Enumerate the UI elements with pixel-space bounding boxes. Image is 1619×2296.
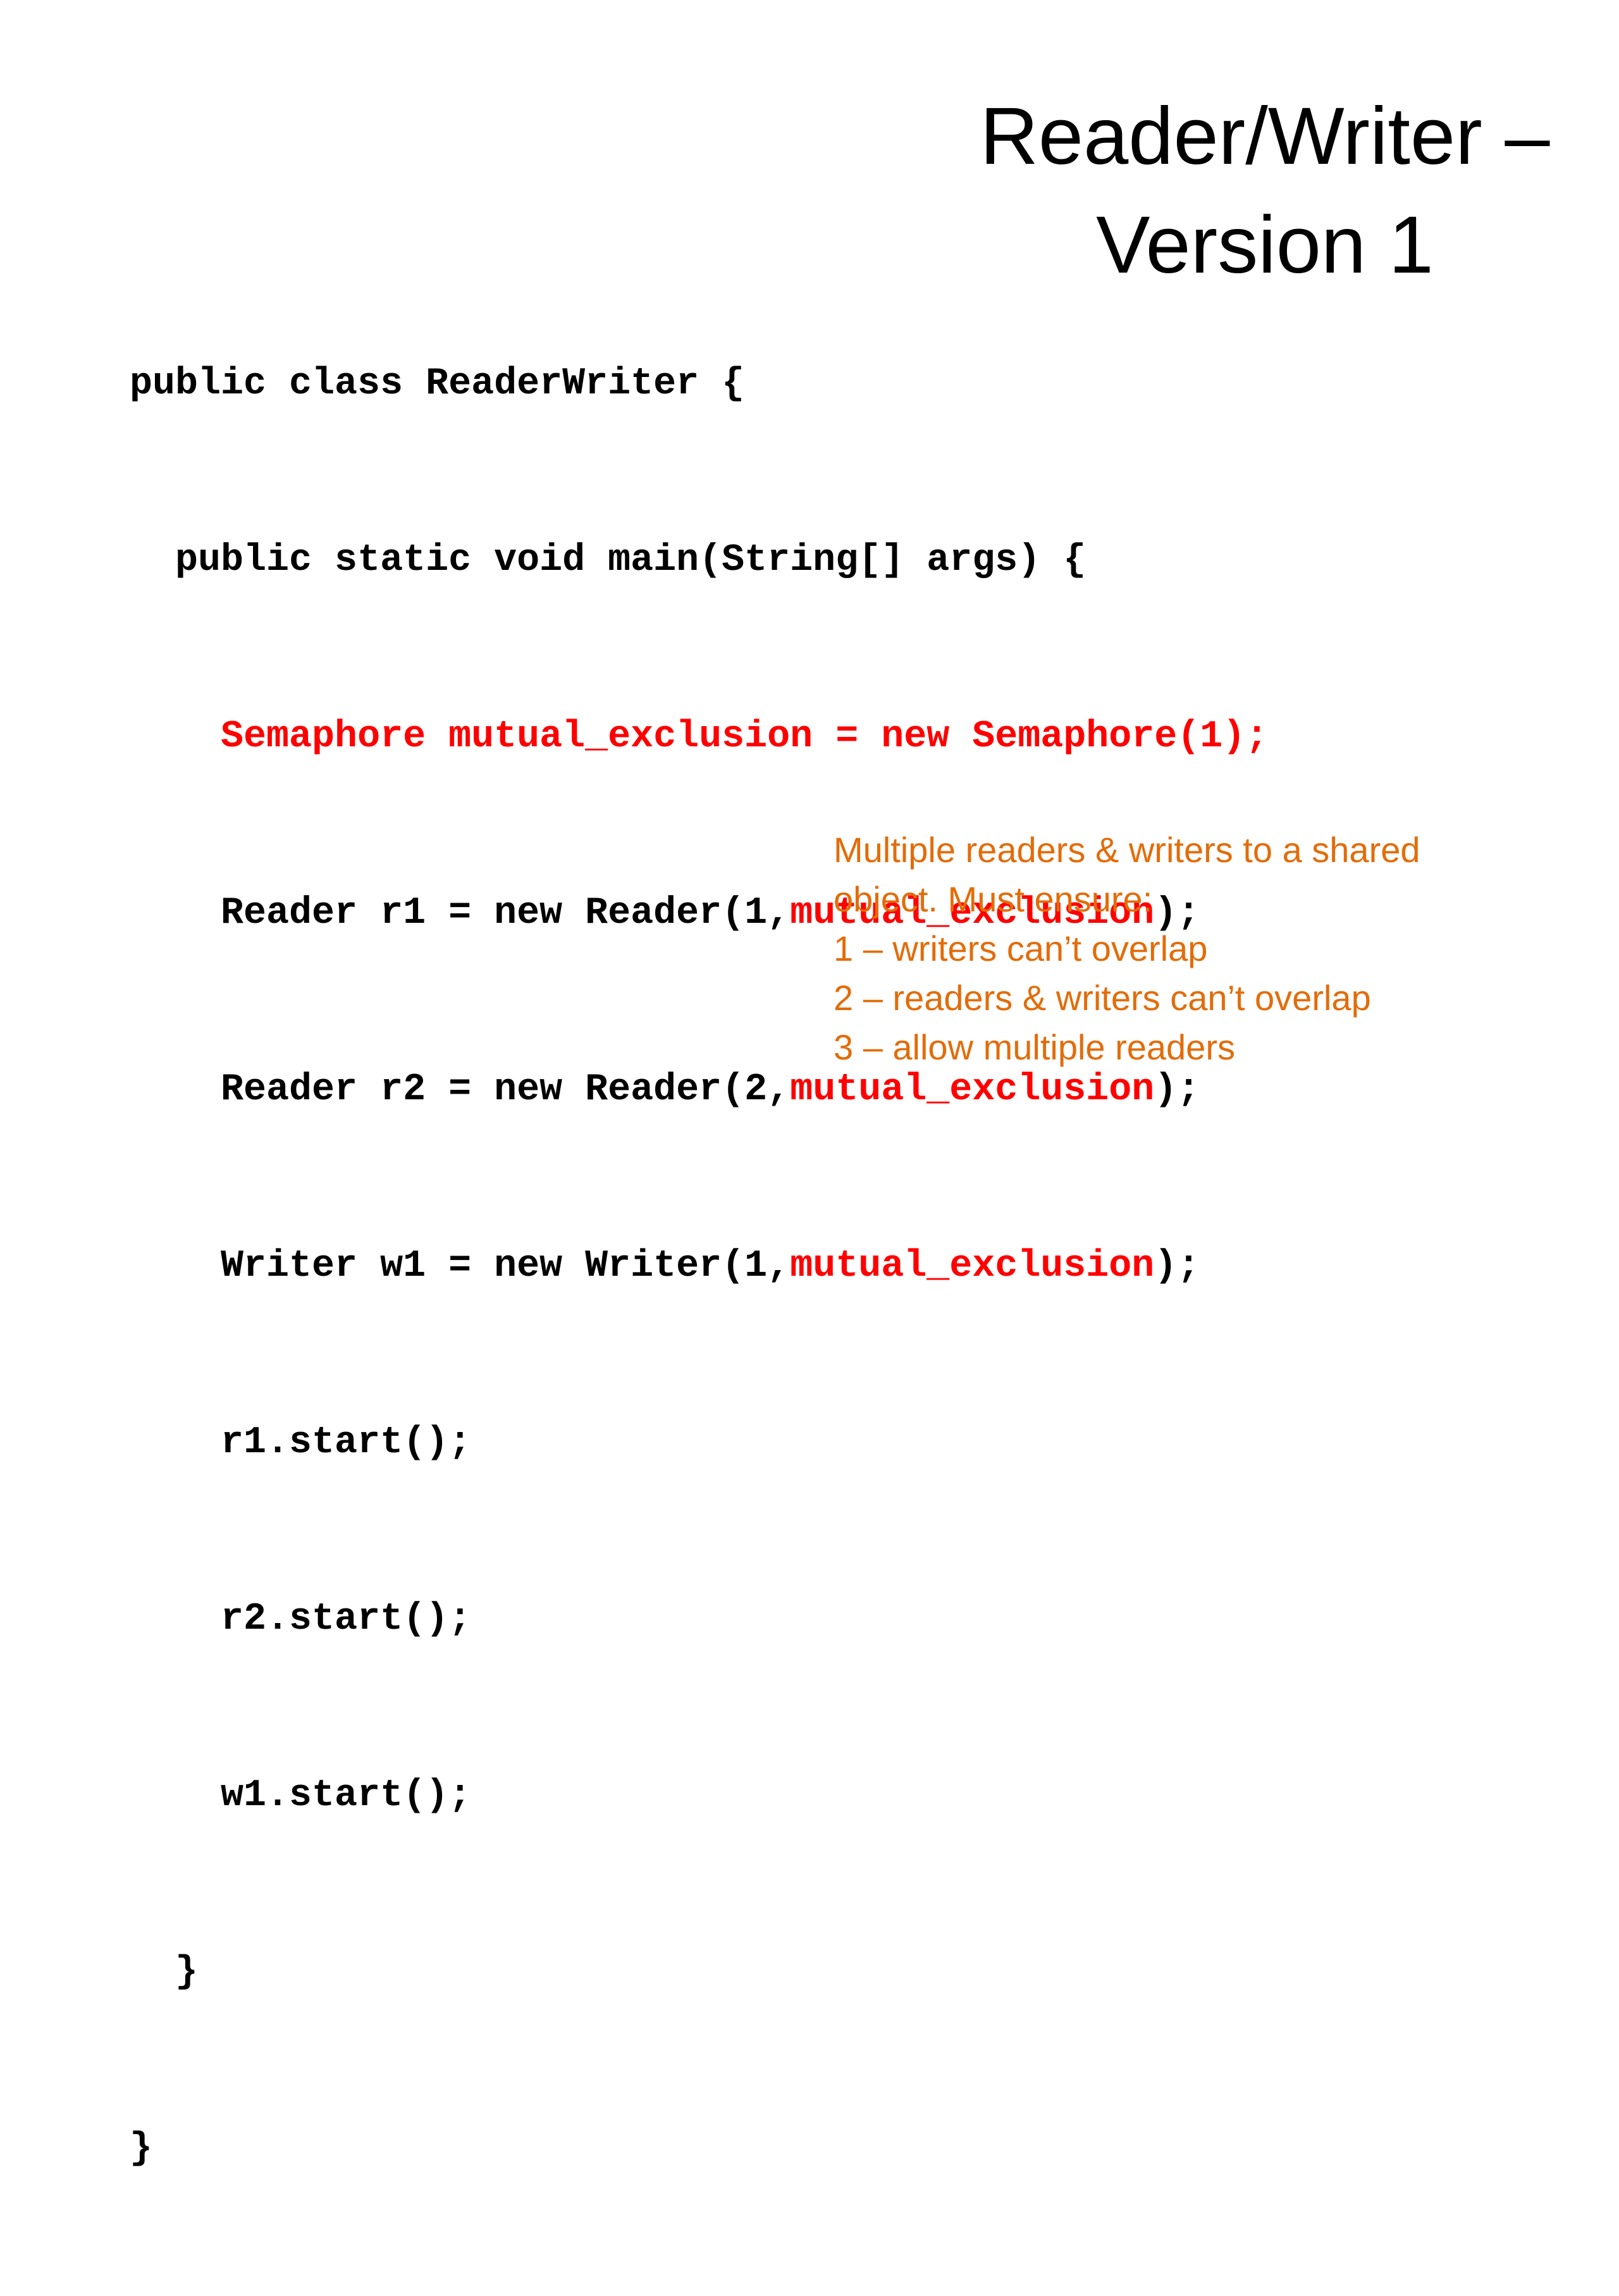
title-line-1: Reader/Writer –	[980, 91, 1550, 182]
code-text: Reader r2 = new Reader(2,	[221, 1068, 791, 1111]
code-block: public class ReaderWriter { public stati…	[130, 237, 1268, 2296]
code-text: );	[1154, 1245, 1200, 1288]
code-highlight: mutual_exclusion	[790, 1245, 1155, 1288]
code-text: Reader r1 = new Reader(1,	[221, 892, 791, 935]
note-line: 2 – readers & writers can’t overlap	[834, 978, 1371, 1018]
slide-title: Reader/Writer – Version 1	[936, 82, 1594, 300]
code-line-9: w1.start();	[130, 1767, 1268, 1825]
code-line-5: Reader r2 = new Reader(2,mutual_exclusio…	[130, 1061, 1268, 1120]
code-text: }	[130, 2127, 153, 2170]
code-indent	[130, 539, 175, 582]
code-indent	[130, 715, 221, 758]
code-text: public static void main(String[] args) {	[175, 539, 1087, 582]
code-highlight: mutual_exclusion	[790, 1068, 1155, 1111]
code-text: Writer w1 = new Writer(1,	[221, 1245, 791, 1288]
code-line-4: Reader r1 = new Reader(1,mutual_exclusio…	[130, 884, 1268, 943]
code-text: }	[175, 1951, 199, 1994]
note-line: object. Must ensure:	[834, 879, 1153, 919]
code-text: r2.start();	[221, 1598, 472, 1641]
code-line-10: }	[130, 1943, 1268, 2002]
code-text: );	[1154, 1068, 1200, 1111]
code-indent	[130, 1774, 221, 1817]
code-line-7: r1.start();	[130, 1414, 1268, 1472]
note-line: 3 – allow multiple readers	[834, 1027, 1235, 1067]
code-highlight: Semaphore mutual_exclusion = new Semapho…	[221, 715, 1269, 758]
code-line-11: }	[130, 2120, 1268, 2178]
code-text: r1.start();	[221, 1421, 472, 1464]
code-line-2: public static void main(String[] args) {	[130, 531, 1268, 590]
note-line: Multiple readers & writers to a shared	[834, 830, 1420, 870]
code-indent	[130, 892, 221, 935]
code-line-3: Semaphore mutual_exclusion = new Semapho…	[130, 708, 1268, 767]
title-line-2: Version 1	[1096, 200, 1434, 290]
requirements-note: Multiple readers & writers to a shared o…	[834, 825, 1580, 1072]
code-highlight: mutual_exclusion	[790, 892, 1155, 935]
code-indent	[130, 1068, 221, 1111]
code-text: public class ReaderWriter {	[130, 362, 745, 405]
code-line-1: public class ReaderWriter {	[130, 355, 1268, 414]
code-line-8: r2.start();	[130, 1590, 1268, 1649]
code-text: w1.start();	[221, 1774, 472, 1817]
code-indent	[130, 1245, 221, 1288]
note-line: 1 – writers can’t overlap	[834, 929, 1208, 968]
code-line-6: Writer w1 = new Writer(1,mutual_exclusio…	[130, 1237, 1268, 1296]
code-indent	[130, 1598, 221, 1641]
slide: Reader/Writer – Version 1 public class R…	[130, 82, 1594, 2170]
code-indent	[130, 1421, 221, 1464]
code-indent	[130, 1951, 175, 1994]
code-text: );	[1154, 892, 1200, 935]
